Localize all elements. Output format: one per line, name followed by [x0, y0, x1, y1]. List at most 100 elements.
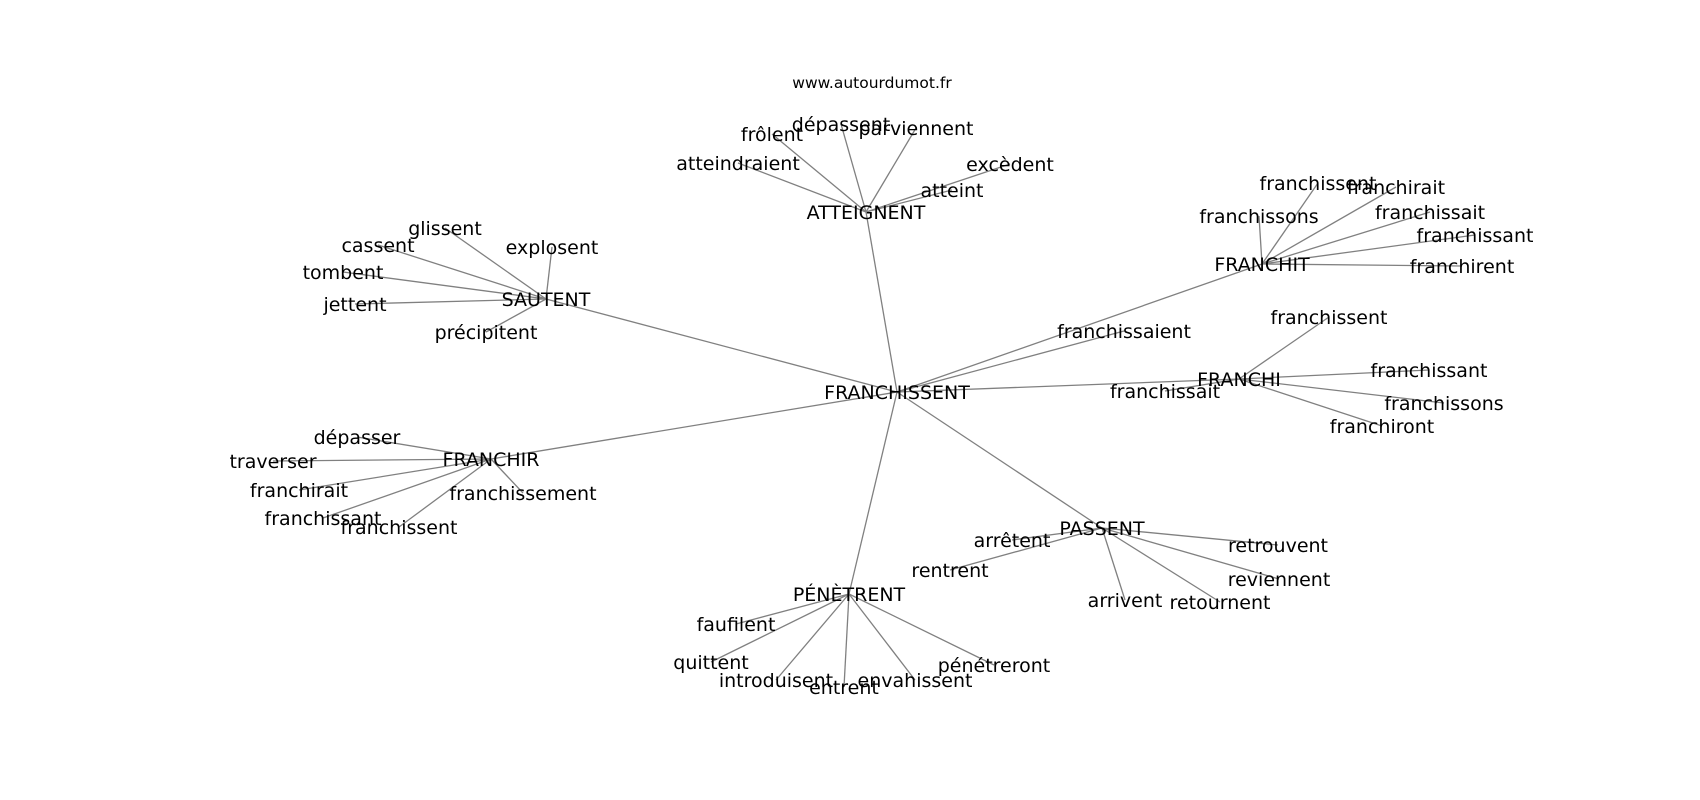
edge-franchit-2: [1258, 215, 1263, 265]
leaf-node-atteignent-4: excèdent: [966, 154, 1054, 176]
edge-franchir-1: [272, 458, 492, 462]
leaf-node-franchir-3: franchissement: [449, 483, 596, 505]
edge-sautent-0: [444, 227, 547, 300]
edge-atteignent-1: [771, 133, 867, 213]
leaf-node-franchi-3: franchissons: [1384, 393, 1503, 415]
edge-center-franchissaient: [896, 330, 1125, 393]
leaf-node-franchit-0: franchissent: [1260, 173, 1377, 195]
edge-center-franchir: [490, 391, 898, 460]
edge-passent-5: [1101, 527, 1221, 603]
leaf-node-franchir-5: franchissent: [341, 517, 458, 539]
leaf-node-franchi-4: franchiront: [1330, 416, 1434, 438]
hub-node-franchir: FRANCHIR: [443, 449, 540, 471]
edge-franchir-5: [398, 458, 492, 528]
edge-penetrent-1: [710, 593, 850, 663]
leaf-node-atteignent-0: atteindraient: [676, 153, 800, 175]
edge-franchi-1: [1238, 369, 1430, 380]
edge-sautent-1: [377, 244, 547, 300]
hub-node-penetrent: PÉNÈTRENT: [793, 583, 906, 606]
edge-franchir-2: [298, 458, 492, 491]
edge-passent-4: [1101, 527, 1126, 601]
leaf-node-atteignent-3: parviennent: [859, 118, 974, 140]
edge-sautent-4: [354, 298, 547, 305]
leaf-node-penetrent-5: pénétreront: [938, 655, 1051, 677]
leaf-node-sautent-4: jettent: [322, 294, 386, 316]
edge-passent-2: [949, 527, 1103, 571]
leaf-node-penetrent-4: envahissent: [858, 670, 973, 692]
edge-franchi-2: [1164, 378, 1240, 392]
edge-passent-3: [1101, 527, 1280, 580]
leaf-node-franchit-3: franchissait: [1375, 202, 1485, 224]
hub-node-franchi: FRANCHI: [1197, 369, 1281, 391]
hub-node-atteignent: ATTEIGNENT: [807, 202, 926, 224]
edge-franchit-1: [1261, 186, 1397, 265]
edge-atteignent-3: [865, 127, 917, 213]
leaf-node-sautent-2: explosent: [506, 237, 599, 259]
leaf-node-franchit-5: franchirent: [1410, 256, 1515, 278]
leaf-node-penetrent-2: introduisent: [719, 670, 833, 692]
graph-edges: [272, 123, 1476, 688]
edge-sautent-2: [545, 246, 553, 300]
leaf-node-penetrent-3: entrent: [809, 677, 879, 699]
edge-franchit-0: [1261, 182, 1319, 265]
edge-center-sautent: [545, 298, 898, 393]
edge-franchi-3: [1238, 378, 1445, 404]
graph-nodes: atteindraient frôlentdépassentparviennent…: [229, 114, 1533, 699]
leaf-node-franchit-2: franchissons: [1199, 206, 1318, 228]
edge-penetrent-0: [735, 593, 850, 625]
hub-node-passent: PASSENT: [1059, 518, 1145, 540]
edge-penetrent-4: [848, 593, 916, 681]
leaf-node-passent-0: arrêtent: [974, 530, 1051, 552]
leaf-node-passent-3: reviennent: [1228, 569, 1331, 591]
leaf-node-passent-2: rentrent: [911, 560, 988, 582]
edge-atteignent-5: [865, 189, 953, 213]
edge-sautent-5: [485, 298, 547, 333]
edge-franchi-0: [1238, 316, 1330, 380]
leaf-node-franchi-2: franchissait: [1110, 381, 1220, 403]
edge-penetrent-2: [775, 593, 850, 681]
edge-center-franchit: [896, 263, 1263, 393]
edge-passent-1: [1101, 527, 1279, 546]
leaf-node-franchi-0: franchissent: [1271, 307, 1388, 329]
leaf-node-franchir-1: traverser: [229, 451, 316, 473]
edge-atteignent-2: [840, 123, 867, 213]
hub-node-sautent: SAUTENT: [502, 289, 591, 311]
center-node: FRANCHISSENT: [824, 382, 970, 404]
leaf-node-franchi-1: franchissant: [1371, 360, 1488, 382]
leaf-node-penetrent-0: faufilent: [697, 614, 776, 636]
edge-franchit-4: [1261, 234, 1476, 265]
hub-node-franchissaient: franchissaient: [1057, 321, 1191, 343]
leaf-node-franchit-1: franchirait: [1347, 177, 1445, 199]
leaf-node-passent-1: retrouvent: [1228, 535, 1328, 557]
edge-atteignent-0: [737, 162, 867, 213]
edge-penetrent-5: [848, 593, 995, 666]
leaf-node-atteignent-2: dépassent: [792, 114, 890, 136]
leaf-node-franchir-0: dépasser: [314, 427, 401, 449]
edge-franchit-5: [1261, 263, 1463, 267]
edge-center-penetrent: [848, 391, 898, 595]
leaf-node-passent-4: arrivent: [1088, 590, 1163, 612]
edge-franchir-3: [490, 458, 524, 494]
leaf-node-passent-5: retournent: [1170, 592, 1271, 614]
edge-franchi-4: [1238, 378, 1383, 427]
hub-node-franchit: FRANCHIT: [1214, 254, 1310, 276]
leaf-node-penetrent-1: quittent: [673, 652, 748, 674]
leaf-node-franchir-4: franchissant: [265, 508, 382, 530]
leaf-node-franchir-2: franchirait: [250, 480, 348, 502]
source-label: www.autourdumot.fr: [792, 74, 952, 92]
edge-sautent-3: [342, 271, 547, 300]
edge-franchit-3: [1261, 211, 1431, 265]
leaf-node-franchit-4: franchissant: [1417, 225, 1534, 247]
edge-penetrent-3: [843, 593, 850, 688]
edge-center-atteignent: [865, 211, 898, 393]
edge-atteignent-4: [865, 163, 1011, 213]
edge-center-passent: [896, 391, 1103, 529]
leaf-node-atteignent-1: frôlent: [741, 124, 803, 146]
leaf-node-sautent-1: cassent: [341, 235, 414, 257]
edge-franchir-0: [356, 436, 492, 460]
edge-center-franchi: [896, 378, 1240, 393]
edge-franchir-4: [322, 458, 492, 519]
leaf-node-sautent-0: glissent: [408, 218, 482, 240]
leaf-node-atteignent-5: atteint: [920, 180, 983, 202]
